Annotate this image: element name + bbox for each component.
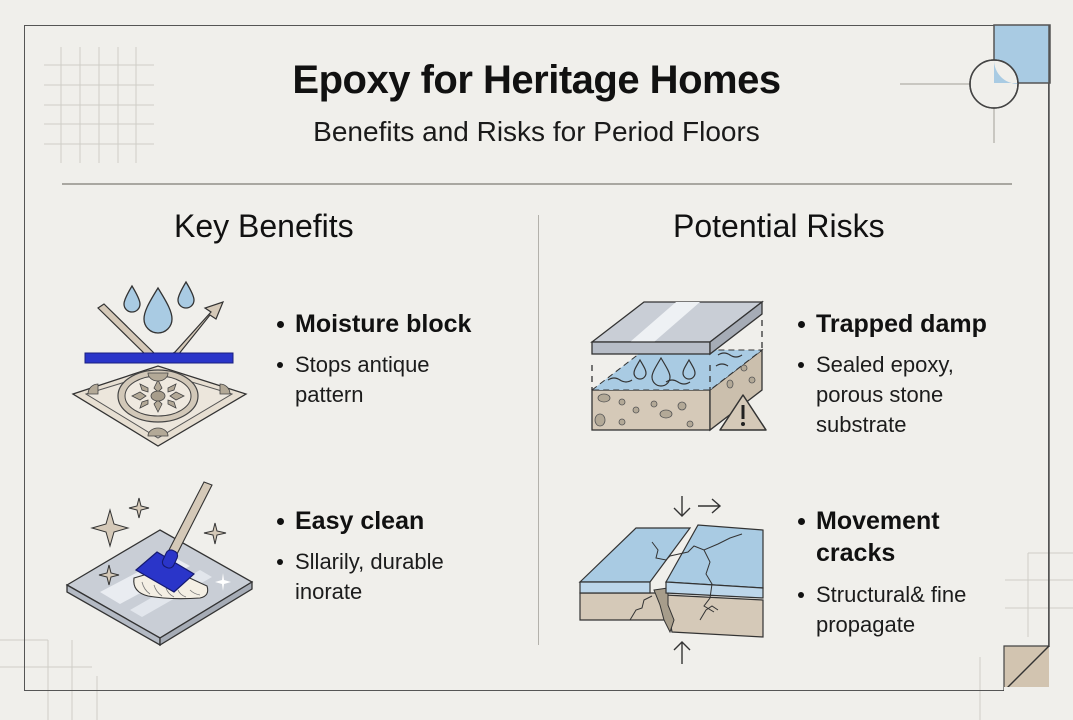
benefit-desc-moisture-block: Stops antique pattern [275, 350, 430, 410]
moisture-barrier-tile-icon [71, 280, 248, 447]
bullet-icon [277, 518, 284, 525]
header-divider [62, 183, 1012, 185]
bullet-icon [277, 362, 283, 368]
benefits-heading: Key Benefits [174, 208, 354, 244]
bullet-icon [277, 321, 284, 328]
trapped-damp-block-icon [590, 300, 767, 432]
bullet-icon [798, 321, 805, 328]
bullet-icon [798, 592, 804, 598]
risk-desc-trapped-damp: Sealed epoxy, porous stone substrate [796, 350, 954, 440]
bullet-icon [277, 559, 283, 565]
mop-clean-floor-icon [65, 481, 254, 647]
column-divider [538, 215, 539, 645]
risk-title-trapped-damp: Trapped damp [796, 308, 987, 340]
benefit-title-easy-clean: Easy clean [275, 505, 424, 537]
page-subtitle: Benefits and Risks for Period Floors [313, 116, 760, 147]
risks-heading: Potential Risks [673, 208, 885, 244]
movement-cracks-icon [578, 496, 764, 664]
risk-desc-movement-cracks: Structural& fine propagate [796, 580, 966, 640]
benefit-title-moisture-block: Moisture block [275, 308, 471, 340]
bullet-icon [798, 362, 804, 368]
risk-title-movement-cracks: Movement cracks [796, 505, 940, 569]
bullet-icon [798, 518, 805, 525]
benefit-desc-easy-clean: Sllarily, durable inorate [275, 547, 444, 607]
page-title: Epoxy for Heritage Homes [292, 58, 781, 102]
